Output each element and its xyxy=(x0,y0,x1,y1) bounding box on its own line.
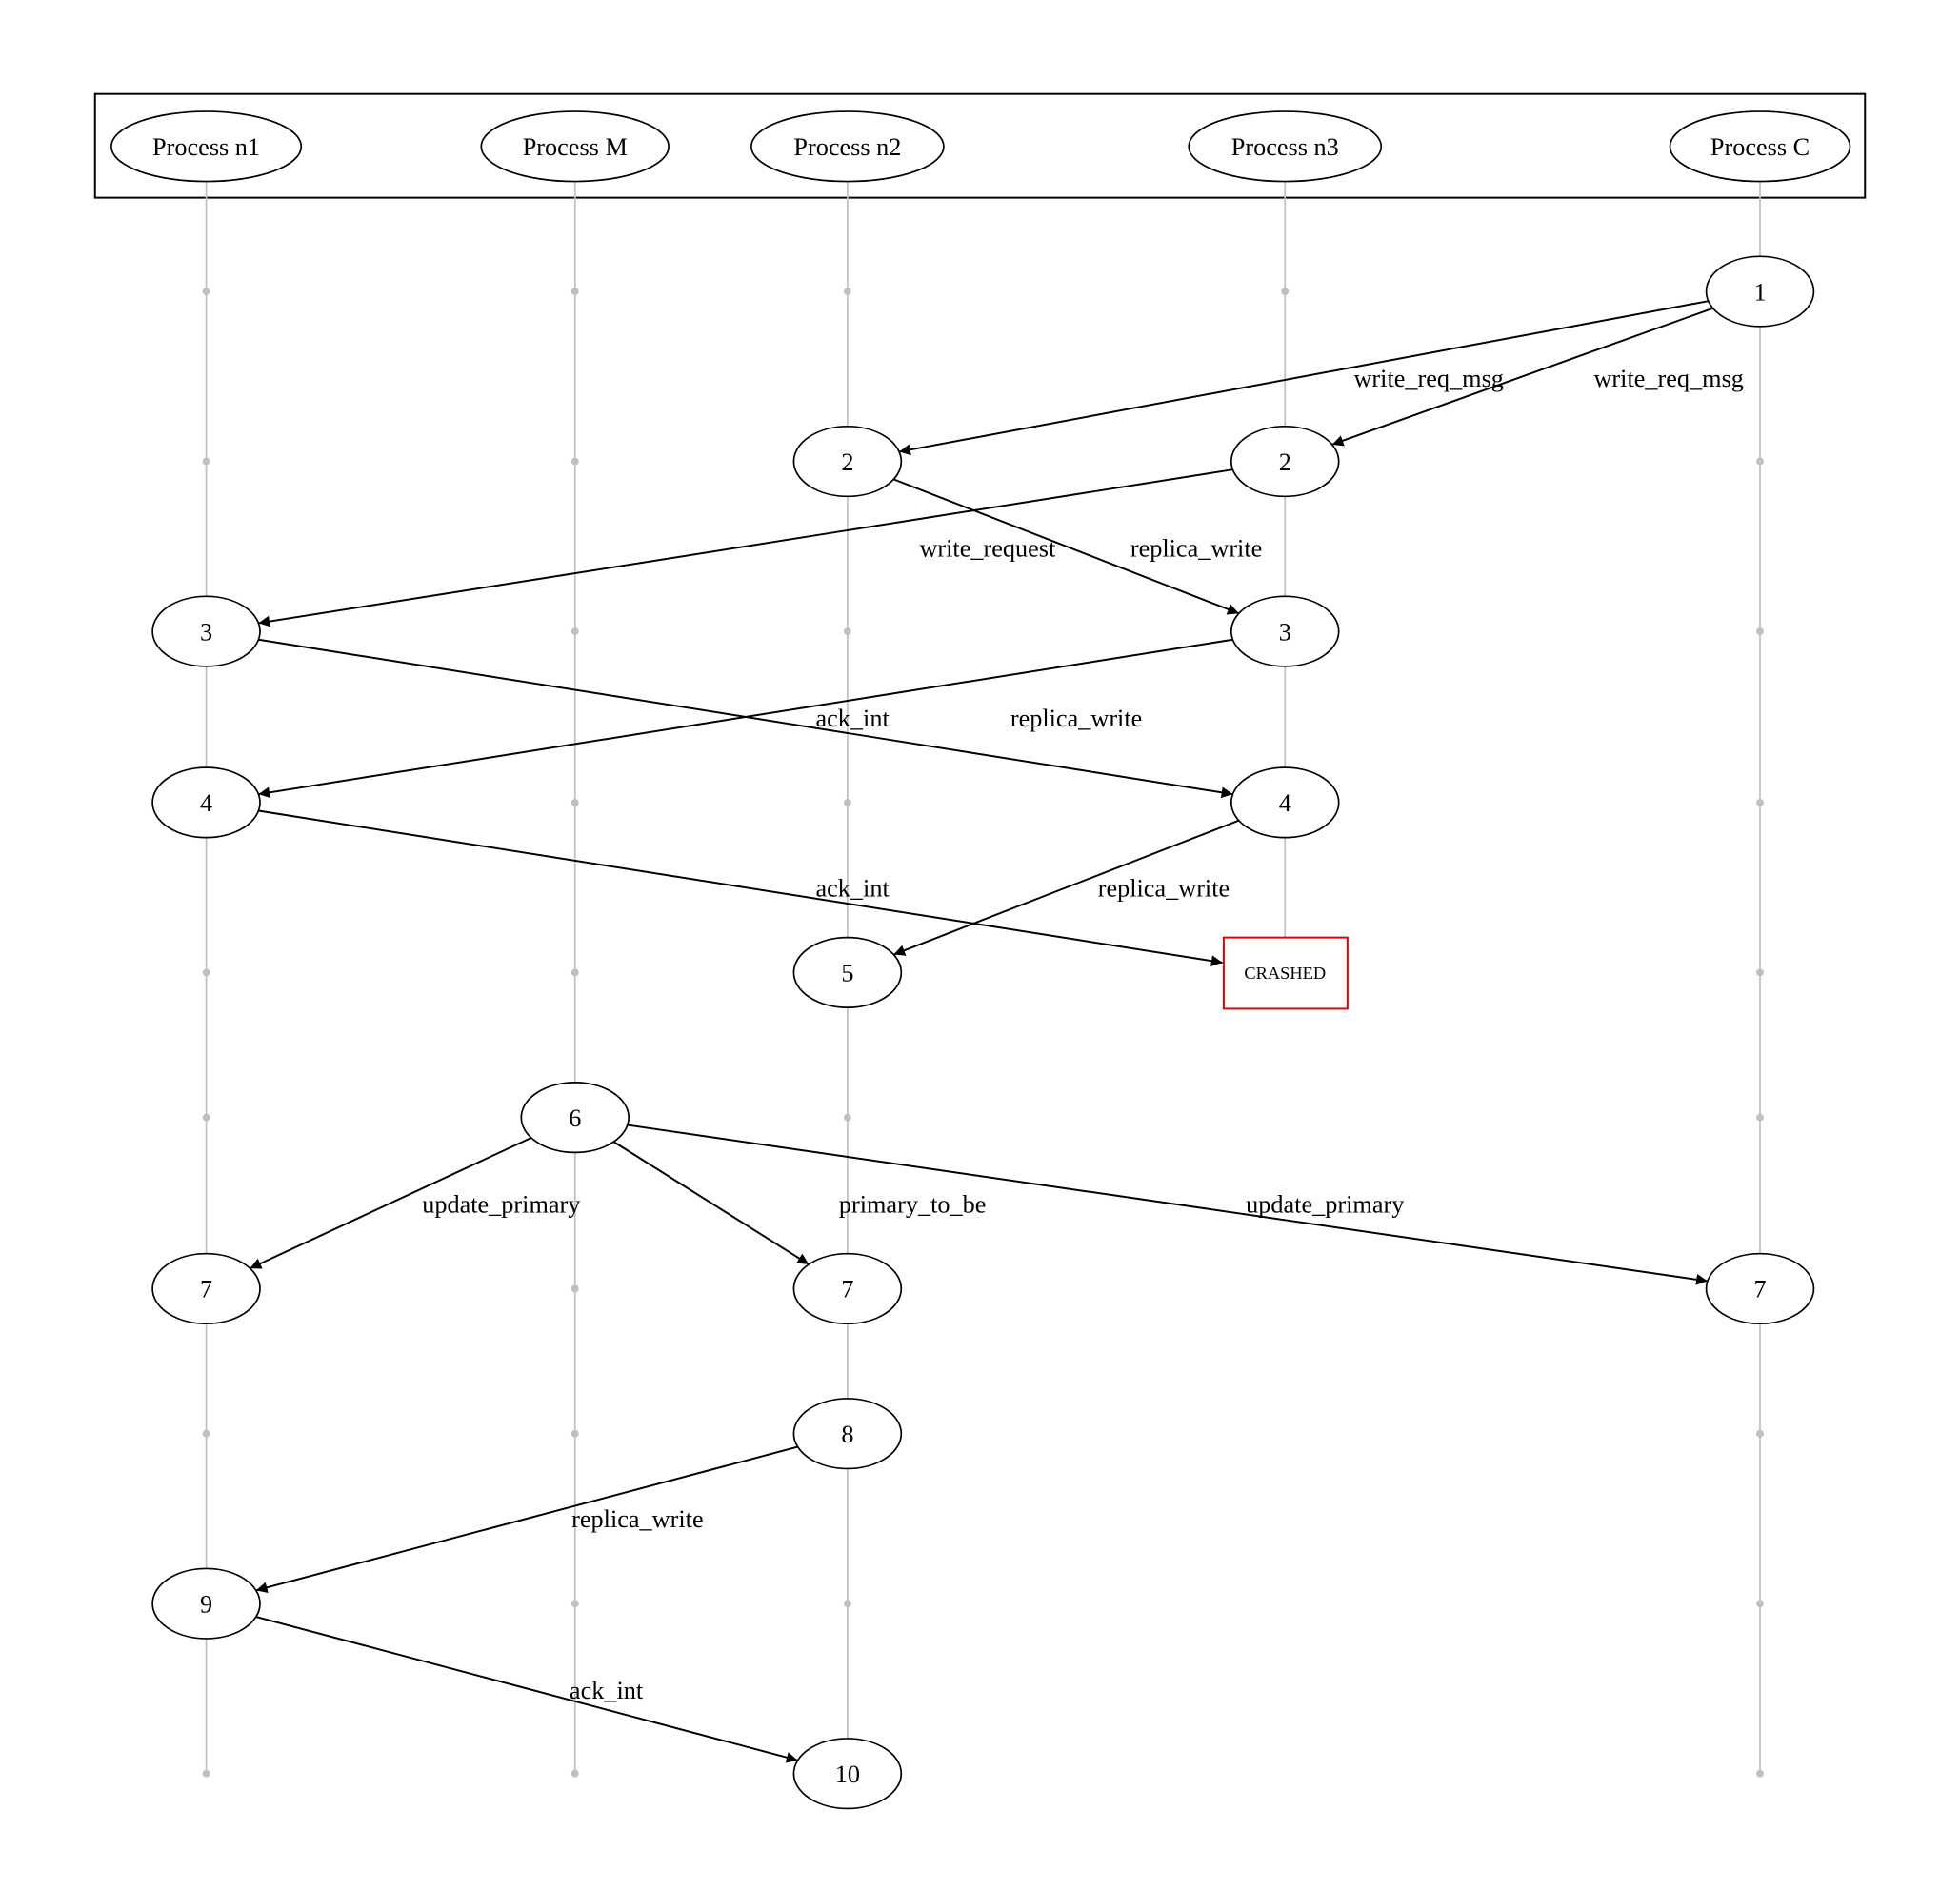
lifeline-tick-dot xyxy=(570,627,579,635)
event-label: 8 xyxy=(841,1421,853,1448)
message-arrow xyxy=(892,478,1240,615)
event-node-n1_4 xyxy=(151,766,261,839)
message-label: update_primary xyxy=(1246,1190,1405,1218)
message-arrow xyxy=(255,1616,798,1763)
event-label: 10 xyxy=(835,1761,860,1788)
message-arrow xyxy=(258,468,1233,627)
message-label: write_req_msg xyxy=(1353,365,1503,392)
event-node-n3_4 xyxy=(1230,766,1340,839)
lifeline-tick-dot xyxy=(843,627,851,635)
message-arrow xyxy=(255,1445,798,1594)
lifeline-tick-dot xyxy=(570,968,579,977)
message-label: replica_write xyxy=(571,1505,703,1533)
lifeline-tick-dot xyxy=(1756,1113,1764,1122)
event-node-n2_2 xyxy=(792,425,903,498)
message-label: write_req_msg xyxy=(1593,365,1743,392)
lifeline-tick-dot xyxy=(202,1429,210,1438)
event-node-n2_5 xyxy=(792,936,903,1008)
process-label: Process M xyxy=(523,133,628,161)
message-arrow xyxy=(892,819,1240,956)
message-label: replica_write xyxy=(1098,874,1230,902)
lifeline-tick-dot xyxy=(1756,968,1764,977)
process-label: Process n3 xyxy=(1231,133,1339,161)
message-arrow xyxy=(898,300,1709,456)
lifeline-tick-dot xyxy=(570,798,579,806)
message-arrow xyxy=(258,809,1223,967)
lifeline-tick-dot xyxy=(843,288,851,295)
event-label: 9 xyxy=(200,1590,212,1618)
crashed-node xyxy=(1222,936,1349,1010)
lifeline-tick-dot xyxy=(202,968,210,977)
message-label: ack_int xyxy=(570,1677,644,1704)
event-label: 6 xyxy=(569,1104,581,1132)
event-label: 7 xyxy=(841,1276,853,1303)
message-label: ack_int xyxy=(815,874,890,902)
lifeline-tick-dot xyxy=(202,457,210,466)
message-label: update_primary xyxy=(422,1190,581,1218)
process-label: Process C xyxy=(1710,133,1810,161)
event-label: 2 xyxy=(1279,448,1291,476)
lifeline-tick-dot xyxy=(1756,1429,1764,1438)
event-label: 3 xyxy=(200,618,212,646)
lifeline-tick-dot xyxy=(202,1769,210,1778)
message-arrow xyxy=(627,1124,1709,1285)
event-node-M6 xyxy=(520,1082,630,1154)
lifeline-tick-dot xyxy=(1756,798,1764,806)
event-node-n3_2 xyxy=(1230,425,1340,498)
event-node-C1 xyxy=(1705,255,1815,328)
event-node-n2_8 xyxy=(792,1398,903,1470)
lifeline-tick-dot xyxy=(570,1429,579,1438)
message-label: primary_to_be xyxy=(839,1190,987,1218)
process-label: Process n1 xyxy=(152,133,260,161)
message-arrow xyxy=(250,1137,532,1269)
process-node-n2 xyxy=(750,110,945,183)
lifeline-tick-dot xyxy=(570,457,579,466)
event-label: 7 xyxy=(1753,1276,1766,1303)
event-node-n2_10 xyxy=(792,1738,903,1810)
message-label: replica_write xyxy=(1130,534,1262,562)
process-node-n1 xyxy=(110,110,303,183)
event-node-n1_7 xyxy=(151,1252,261,1325)
event-node-n2_7 xyxy=(792,1252,903,1325)
lifeline-tick-dot xyxy=(1756,457,1764,466)
event-label: 3 xyxy=(1279,618,1291,646)
message-label: replica_write xyxy=(1010,705,1142,732)
lifeline-tick-dot xyxy=(570,1769,579,1778)
message-arrow xyxy=(1331,307,1713,447)
lifeline-tick-dot xyxy=(843,1113,851,1122)
crashed-label: CRASHED xyxy=(1244,964,1326,983)
event-label: 4 xyxy=(200,789,212,817)
lifeline-tick-dot xyxy=(202,288,210,295)
lifeline-tick-dot xyxy=(202,1113,210,1122)
lifeline-tick-dot xyxy=(570,1600,579,1608)
event-node-n3_3 xyxy=(1230,595,1340,667)
lifeline-tick-dot xyxy=(843,798,851,806)
process-node-C xyxy=(1669,110,1851,183)
process-header-box xyxy=(93,92,1867,199)
event-node-C7 xyxy=(1705,1252,1815,1325)
message-label: ack_int xyxy=(815,705,890,732)
event-label: 7 xyxy=(200,1276,212,1303)
lifeline-tick-dot xyxy=(1756,1600,1764,1608)
event-label: 1 xyxy=(1753,278,1766,306)
lifeline-tick-dot xyxy=(1756,627,1764,635)
lifeline-tick-dot xyxy=(570,288,579,295)
process-node-n3 xyxy=(1188,110,1383,183)
event-label: 5 xyxy=(841,960,853,987)
process-label: Process n2 xyxy=(793,133,901,161)
lifeline-tick-dot xyxy=(843,1600,851,1608)
event-node-n1_9 xyxy=(151,1567,261,1640)
event-node-n1_3 xyxy=(151,595,261,667)
lifeline-tick-dot xyxy=(1281,288,1290,295)
lifeline-tick-dot xyxy=(1756,1769,1764,1778)
message-arrow xyxy=(612,1141,810,1265)
event-label: 2 xyxy=(841,448,853,476)
process-node-M xyxy=(480,110,670,183)
message-arrow xyxy=(258,638,1233,799)
lifeline-tick-dot xyxy=(570,1284,579,1293)
message-label: write_request xyxy=(919,534,1056,562)
event-label: 4 xyxy=(1279,789,1291,817)
